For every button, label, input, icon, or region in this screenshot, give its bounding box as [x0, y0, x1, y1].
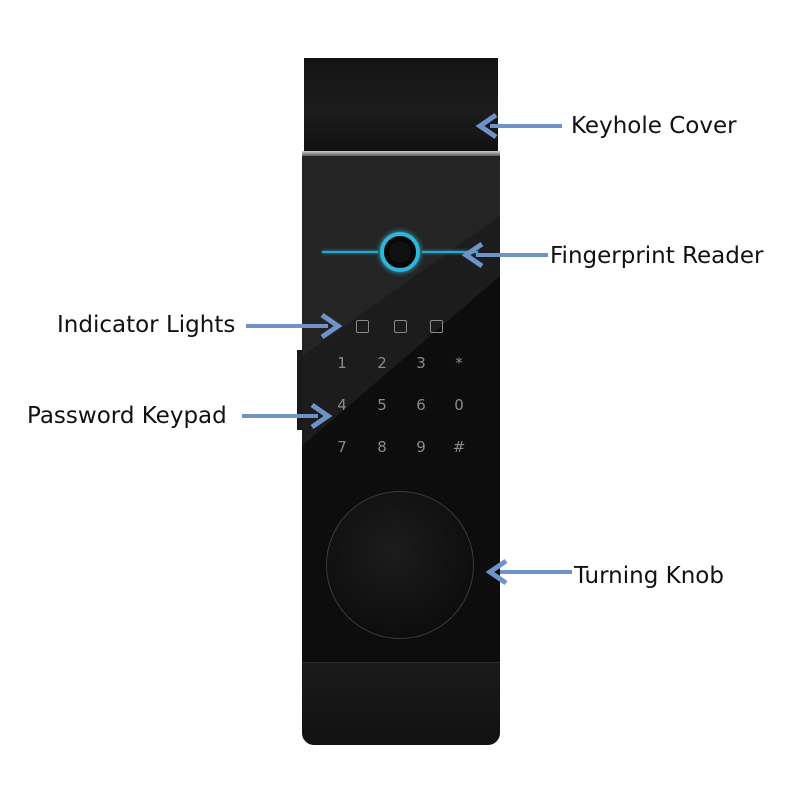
- keypad-key-hash[interactable]: #: [452, 438, 466, 456]
- keypad-key-5[interactable]: 5: [377, 396, 387, 414]
- keypad-key-4[interactable]: 4: [337, 396, 347, 414]
- keypad-key-7[interactable]: 7: [337, 438, 347, 456]
- side-edge: [297, 350, 303, 430]
- keyhole-cover-label: Keyhole Cover: [571, 113, 737, 139]
- lock-indicator-icon: [394, 320, 407, 333]
- password-keypad-label: Password Keypad: [27, 403, 227, 429]
- keypad-key-8[interactable]: 8: [377, 438, 387, 456]
- cover-seam: [302, 151, 500, 156]
- fingerprint-light-left: [322, 251, 378, 253]
- turning-knob-arrow: [485, 558, 572, 586]
- keypad-key-1[interactable]: 1: [337, 354, 347, 372]
- keypad-key-2[interactable]: 2: [377, 354, 387, 372]
- password-keypad-arrow: [242, 402, 333, 430]
- fingerprint-sensor-icon: [389, 241, 411, 263]
- fingerprint-reader-arrow: [461, 241, 548, 269]
- keyhole-cover: [304, 58, 498, 152]
- indicator-lights-arrow: [246, 312, 343, 340]
- turning-knob[interactable]: [326, 491, 474, 639]
- turning-knob-label: Turning Knob: [574, 563, 724, 589]
- keypad-key-3[interactable]: 3: [416, 354, 426, 372]
- fingerprint-light-right: [422, 251, 478, 253]
- keypad-key-6[interactable]: 6: [416, 396, 426, 414]
- unlock-indicator-icon: [356, 320, 369, 333]
- keypad-key-star[interactable]: *: [455, 354, 463, 372]
- keypad-key-9[interactable]: 9: [416, 438, 426, 456]
- indicator-lights-label: Indicator Lights: [57, 312, 236, 338]
- keypad-key-0[interactable]: 0: [454, 396, 464, 414]
- battery-indicator-icon: [430, 320, 443, 333]
- device-base: [302, 662, 500, 745]
- keyhole-cover-arrow: [475, 112, 562, 140]
- fingerprint-reader[interactable]: [380, 232, 420, 272]
- fingerprint-reader-label: Fingerprint Reader: [550, 243, 764, 269]
